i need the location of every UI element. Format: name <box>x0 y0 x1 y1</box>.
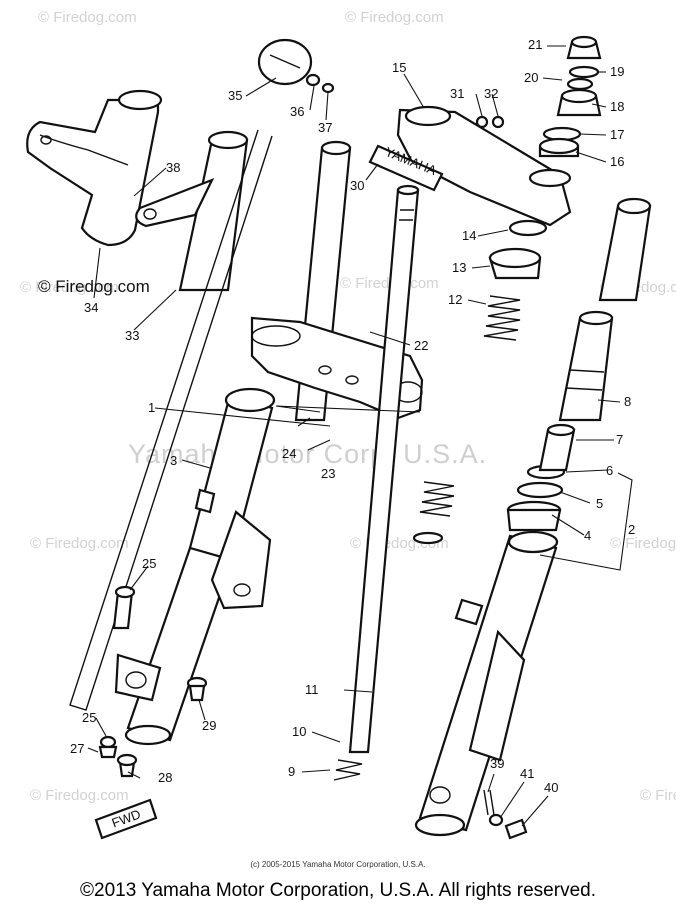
callout-40: 40 <box>544 780 558 795</box>
front-fork-exploded-diagram: © Firedog.com © Firedog.com © Firedog.co… <box>20 9 676 840</box>
reflector-35 <box>257 38 335 94</box>
callout-25: 25 <box>142 556 156 571</box>
oil-seal-stack-4-6 <box>506 464 566 532</box>
callout-28: 28 <box>158 770 172 785</box>
firedog-label: © Firedog.com <box>38 277 150 296</box>
upper-bracket-15: YAMAHA <box>368 105 572 227</box>
steering-cap-stack <box>538 35 602 158</box>
callout-41: 41 <box>520 766 534 781</box>
callout-labels: 1 2 3 4 5 6 7 8 9 10 11 12 13 14 15 16 1… <box>70 37 635 795</box>
callout-30: 30 <box>350 178 364 193</box>
watermark-text: © Firedog.com <box>640 787 676 804</box>
watermark-text: © Firedog.com <box>610 535 676 552</box>
watermark-text: © Firedog.com <box>345 9 444 26</box>
callout-32: 32 <box>484 86 498 101</box>
callout-13: 13 <box>452 260 466 275</box>
main-copyright: ©2013 Yamaha Motor Corporation, U.S.A. A… <box>80 880 596 901</box>
bearing-race-13-14 <box>488 219 548 280</box>
small-copyright: (c) 2005-2015 Yamaha Motor Corporation, … <box>250 860 426 869</box>
callout-22: 22 <box>414 338 428 353</box>
callout-1: 1 <box>148 400 155 415</box>
drain-bolt-group <box>98 585 138 778</box>
watermark-text: © Firedog.com <box>30 787 129 804</box>
callout-10: 10 <box>292 724 306 739</box>
callout-23: 23 <box>321 466 335 481</box>
callout-29: 29 <box>202 718 216 733</box>
axle-pinch-bolt-group <box>483 789 528 840</box>
inner-tube-right-11 <box>348 184 420 754</box>
watermark-text: © Firedog.com <box>38 9 137 26</box>
callout-27: 27 <box>70 741 84 756</box>
outer-tube-right-2 <box>414 530 559 837</box>
callout-7: 7 <box>616 432 623 447</box>
callout-12: 12 <box>448 292 462 307</box>
callout-9: 9 <box>288 764 295 779</box>
fork-assembly-outline-1 <box>69 129 273 711</box>
callout-16: 16 <box>610 154 624 169</box>
callout-25-lower: 25 <box>82 710 96 725</box>
callout-34: 34 <box>84 300 98 315</box>
headlight-bracket-34 <box>26 89 163 247</box>
callout-18: 18 <box>610 99 624 114</box>
watermark-center: Yamaha Motor Corp, U.S.A. <box>128 439 487 469</box>
callout-15: 15 <box>392 60 406 75</box>
callout-33: 33 <box>125 328 139 343</box>
fork-cover-right <box>538 197 652 472</box>
callout-3: 3 <box>170 453 177 468</box>
fork-cover-33 <box>135 130 249 292</box>
fork-spring-lower <box>333 481 455 781</box>
callout-8: 8 <box>624 394 631 409</box>
watermark-text: © Firedog.com <box>30 535 129 552</box>
callout-4: 4 <box>584 528 591 543</box>
fork-spring-12 <box>483 295 521 341</box>
callout-38: 38 <box>166 160 180 175</box>
callout-36: 36 <box>290 104 304 119</box>
outer-tube-left-3 <box>114 387 276 746</box>
callout-5: 5 <box>596 496 603 511</box>
callout-6: 6 <box>606 463 613 478</box>
callout-35: 35 <box>228 88 242 103</box>
callout-37: 37 <box>318 120 332 135</box>
callout-31: 31 <box>450 86 464 101</box>
callout-11: 11 <box>305 682 319 697</box>
callout-19: 19 <box>610 64 624 79</box>
bolt-29 <box>186 676 208 702</box>
callout-21: 21 <box>528 37 542 52</box>
callout-2: 2 <box>628 522 635 537</box>
callout-39: 39 <box>490 756 504 771</box>
callout-20: 20 <box>524 70 538 85</box>
fwd-tag: FWD <box>94 798 158 840</box>
callout-24: 24 <box>282 446 296 461</box>
callout-17: 17 <box>610 127 624 142</box>
callout-14: 14 <box>462 228 476 243</box>
leader-lines <box>87 45 633 827</box>
watermark-text: © Firedog.com <box>20 279 119 296</box>
